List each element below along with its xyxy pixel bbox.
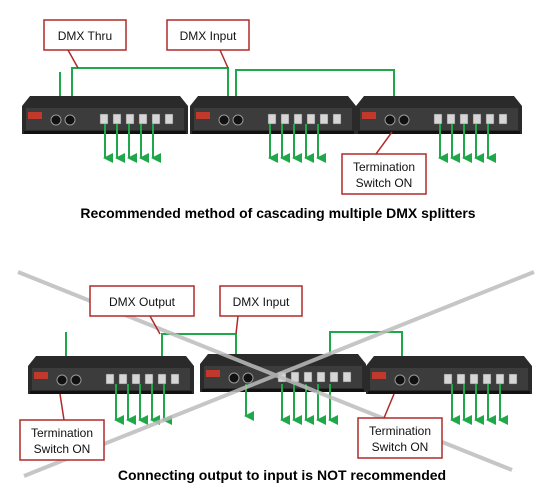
termination-left-line2: Switch ON bbox=[34, 442, 91, 456]
output-port bbox=[99, 113, 109, 125]
xlr-connector bbox=[398, 114, 410, 126]
dmx-thru-callout: DMX Thru bbox=[43, 19, 127, 69]
output-port bbox=[157, 373, 167, 385]
xlr-connector bbox=[70, 374, 82, 386]
brand-badge bbox=[372, 372, 386, 379]
xlr-connector bbox=[232, 114, 244, 126]
output-port bbox=[125, 113, 135, 125]
output-port bbox=[495, 373, 505, 385]
output-port bbox=[508, 373, 518, 385]
xlr-connector bbox=[56, 374, 68, 386]
top-section: DMX Thru DMX Input Termination Switch ON… bbox=[22, 19, 522, 221]
output-port bbox=[332, 113, 342, 125]
output-port bbox=[105, 373, 115, 385]
output-port bbox=[306, 113, 316, 125]
output-port bbox=[329, 371, 339, 383]
xlr-connector bbox=[50, 114, 62, 126]
output-port bbox=[469, 373, 479, 385]
thru-cable bbox=[71, 67, 229, 120]
xlr-connector bbox=[218, 114, 230, 126]
splitter-base bbox=[368, 391, 530, 394]
brand-badge bbox=[206, 370, 220, 377]
output-port bbox=[472, 113, 482, 125]
output-port bbox=[303, 371, 313, 383]
termination-label-line2: Switch ON bbox=[356, 176, 413, 190]
dmx-output-callout: DMX Output bbox=[89, 285, 195, 335]
dmx-input-label: DMX Input bbox=[180, 29, 237, 43]
output-port bbox=[498, 113, 508, 125]
termination-callout-bottom-right: Termination Switch ON bbox=[357, 393, 443, 459]
brand-badge bbox=[196, 112, 210, 119]
output-port bbox=[112, 113, 122, 125]
bottom-splitter-3 bbox=[366, 356, 532, 394]
output-port bbox=[164, 113, 174, 125]
top-splitter-3 bbox=[356, 96, 522, 134]
output-port bbox=[485, 113, 495, 125]
dmx-input-callout: DMX Input bbox=[166, 19, 250, 69]
output-port bbox=[456, 373, 466, 385]
xlr-connector bbox=[228, 372, 240, 384]
top-caption: Recommended method of cascading multiple… bbox=[80, 205, 475, 221]
splitter-base bbox=[192, 131, 354, 134]
xlr-connector bbox=[394, 374, 406, 386]
output-port bbox=[118, 373, 128, 385]
bottom-caption: Connecting output to input is NOT recomm… bbox=[118, 467, 446, 483]
output-port bbox=[342, 371, 352, 383]
output-port bbox=[151, 113, 161, 125]
output-port bbox=[319, 113, 329, 125]
termination-right-line1: Termination bbox=[369, 424, 431, 438]
output-port bbox=[131, 373, 141, 385]
output-port bbox=[446, 113, 456, 125]
xlr-connector bbox=[64, 114, 76, 126]
termination-right-line2: Switch ON bbox=[372, 440, 429, 454]
splitter-base bbox=[30, 391, 192, 394]
xlr-connector bbox=[384, 114, 396, 126]
brand-badge bbox=[34, 372, 48, 379]
output-to-input-cable bbox=[161, 333, 237, 376]
output-port bbox=[170, 373, 180, 385]
dmx-output-label: DMX Output bbox=[109, 295, 176, 309]
xlr-connector bbox=[408, 374, 420, 386]
dmx-thru-label: DMX Thru bbox=[58, 29, 112, 43]
output-port bbox=[316, 371, 326, 383]
output-port bbox=[459, 113, 469, 125]
termination-label-line1: Termination bbox=[353, 160, 415, 174]
input-cable-upper bbox=[235, 69, 395, 112]
bottom-splitter-1 bbox=[28, 356, 194, 394]
dmx-input-label-bottom: DMX Input bbox=[233, 295, 290, 309]
termination-callout-bottom-left: Termination Switch ON bbox=[19, 393, 105, 461]
output-port bbox=[280, 113, 290, 125]
termination-left-line1: Termination bbox=[31, 426, 93, 440]
output-port bbox=[144, 373, 154, 385]
output-port bbox=[433, 113, 443, 125]
output-port bbox=[267, 113, 277, 125]
bottom-section: DMX Output DMX Input Termination Switch … bbox=[17, 270, 535, 483]
bottom-output-arrows bbox=[114, 384, 508, 425]
output-port bbox=[482, 373, 492, 385]
output-port bbox=[443, 373, 453, 385]
termination-callout-top: Termination Switch ON bbox=[341, 131, 427, 195]
output-port bbox=[138, 113, 148, 125]
brand-badge bbox=[362, 112, 376, 119]
dmx-input-callout-bottom: DMX Input bbox=[219, 285, 303, 335]
top-output-arrows bbox=[103, 124, 496, 163]
output-port bbox=[293, 113, 303, 125]
brand-badge bbox=[28, 112, 42, 119]
top-splitter-2 bbox=[190, 96, 356, 134]
xlr-connector bbox=[242, 372, 254, 384]
